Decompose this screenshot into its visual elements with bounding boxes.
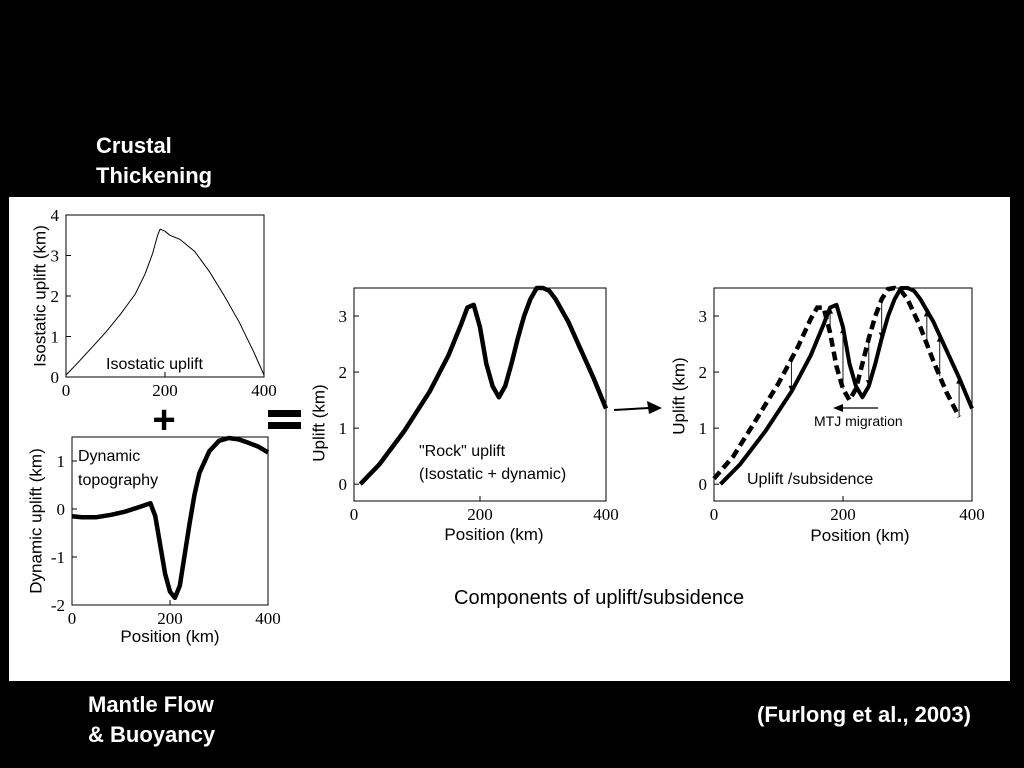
- y-tick-label: 3: [339, 307, 348, 326]
- uplift-subsidence-ticks: 0 200 400 0 1 2 3: [699, 307, 985, 524]
- uplift-subsidence-annotation: Uplift /subsidence: [747, 471, 873, 488]
- isostatic-ylabel: Isostatic uplift (km): [30, 225, 49, 367]
- rock-uplift-panel: 0 200 400 0 1 2 3 Uplift (km) Position (km) "R…: [309, 285, 619, 544]
- x-tick-label: 400: [251, 381, 277, 400]
- isostatic-frame: [65, 214, 265, 378]
- crustal-label-line2: Thickening: [96, 163, 213, 188]
- rock-uplift-annotation-line1: "Rock" uplift: [419, 443, 506, 460]
- y-tick-label: 0: [51, 368, 60, 387]
- y-tick-label: 3: [51, 247, 60, 266]
- equals-sign: [268, 410, 301, 429]
- y-tick-label: 1: [699, 419, 708, 438]
- mantle-label-line1: Mantle Flow: [88, 692, 214, 717]
- y-tick-label: 1: [57, 452, 66, 471]
- plus-sign: +: [152, 398, 175, 442]
- dynamic-ticks: 0 200 400 -2 -1 0 1: [51, 452, 281, 628]
- x-tick-label: 400: [255, 609, 281, 628]
- dynamic-ylabel: Dynamic uplift (km): [26, 448, 45, 593]
- citation: (Furlong et al., 2003): [757, 702, 971, 727]
- mantle-label-line2: & Buoyancy: [88, 722, 216, 747]
- rock-uplift-xlabel: Position (km): [444, 525, 543, 544]
- mtj-migration-label: MTJ migration: [814, 413, 903, 429]
- dynamic-xlabel: Position (km): [120, 627, 219, 646]
- mtj-migration-arrow-icon: [833, 404, 878, 412]
- x-tick-label: 0: [68, 609, 77, 628]
- y-tick-label: 2: [339, 363, 348, 382]
- mantle-flow-label: Mantle Flow & Buoyancy: [88, 690, 215, 750]
- y-tick-label: 0: [699, 475, 708, 494]
- y-tick-label: -2: [51, 596, 65, 615]
- x-tick-label: 200: [152, 381, 178, 400]
- x-tick-label: 200: [157, 609, 183, 628]
- y-tick-label: 0: [57, 500, 66, 519]
- x-tick-label: 0: [62, 381, 71, 400]
- y-tick-label: 4: [51, 206, 60, 225]
- dynamic-curve: [71, 435, 270, 601]
- rock-uplift-curve: [358, 285, 609, 486]
- y-tick-label: 0: [339, 475, 348, 494]
- dynamic-annotation-line2: topography: [78, 472, 158, 489]
- y-tick-label: -1: [51, 548, 65, 567]
- crustal-thickening-label: Crustal Thickening: [96, 131, 212, 191]
- dynamic-annotation-line1: Dynamic: [78, 448, 140, 465]
- figure-caption: Components of uplift/subsidence: [454, 587, 744, 609]
- y-tick-label: 2: [699, 363, 708, 382]
- uplift-subsidence-ylabel: Uplift (km): [669, 357, 688, 434]
- rock-uplift-ticks: 0 200 400 0 1 2 3: [339, 307, 619, 524]
- rock-uplift-annotation-line2: (Isostatic + dynamic): [419, 466, 566, 483]
- right-arrow-icon: [613, 401, 662, 414]
- x-tick-label: 200: [830, 505, 856, 524]
- x-tick-label: 0: [350, 505, 359, 524]
- x-tick-label: 400: [593, 505, 619, 524]
- isostatic-ticks: 0 200 400 0 1 2 3 4: [51, 206, 277, 400]
- rock-uplift-ylabel: Uplift (km): [309, 384, 328, 461]
- y-tick-label: 1: [51, 328, 60, 347]
- x-tick-label: 200: [467, 505, 493, 524]
- x-tick-label: 400: [959, 505, 985, 524]
- uplift-subsidence-xlabel: Position (km): [810, 526, 909, 545]
- x-tick-label: 0: [710, 505, 719, 524]
- y-tick-label: 2: [51, 287, 60, 306]
- crustal-label-line1: Crustal: [96, 133, 172, 158]
- isostatic-annotation: Isostatic uplift: [106, 356, 203, 373]
- uplift-subsidence-panel: 0 200 400 0 1 2 3 Uplift (km) Position (km) Up…: [669, 285, 985, 545]
- isostatic-curve: [65, 228, 265, 376]
- isostatic-panel: 0 200 400 0 1 2 3 4 Isostatic uplift (km) Isost…: [30, 206, 276, 400]
- y-tick-label: 1: [339, 419, 348, 438]
- dynamic-panel: 0 200 400 -2 -1 0 1 Dynamic uplift (km) Positi…: [26, 435, 281, 646]
- y-tick-label: 3: [699, 307, 708, 326]
- uplift-curve: [719, 286, 974, 486]
